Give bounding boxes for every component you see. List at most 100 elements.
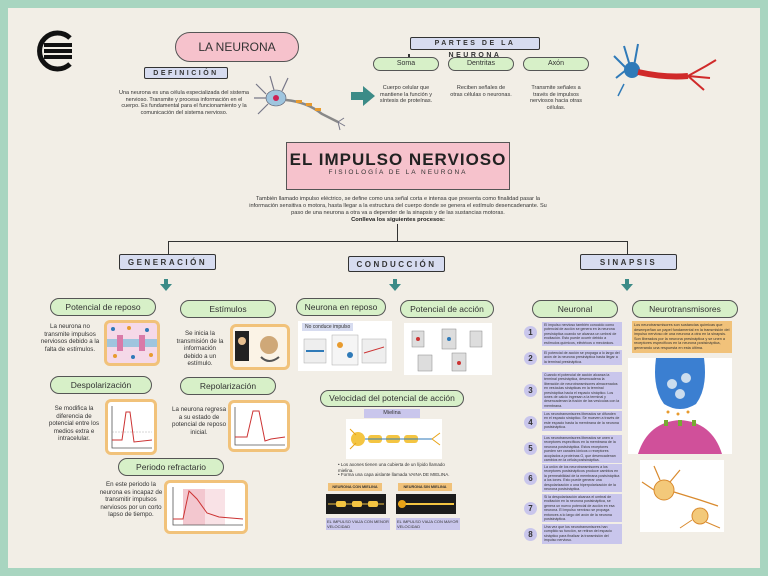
connector-vertical (397, 224, 398, 242)
conduccion-label: CONDUCCIÓN (348, 256, 445, 272)
connector-horizontal (168, 241, 628, 242)
impulso-intro: También llamado impulso eléctrico, se de… (249, 196, 547, 216)
potencial-reposo-title: Potencial de reposo (50, 298, 156, 316)
con-mielina-label: NEURONA CON MIELINA (328, 483, 382, 491)
potencial-reposo-text: La neurona no transmite impulsos nervios… (40, 323, 100, 353)
step-text: El impulso nervioso también conocido com… (542, 322, 622, 347)
step-number: 5 (524, 442, 537, 455)
impulso-subtitle: FISIOLOGÍA DE LA NEURONA (328, 169, 468, 176)
repolarizacion-chart (228, 400, 290, 452)
step-number: 6 (524, 472, 537, 485)
sin-mielina-image (396, 494, 456, 514)
neuron-cells-image (640, 460, 724, 532)
action-potential-icon (411, 328, 483, 372)
unmyelinated-axon-icon (398, 500, 454, 508)
neurona-reposo-title: Neurona en reposo (296, 298, 386, 316)
despolarizacion-title: Despolarización (50, 376, 152, 394)
arrow-down-icon (164, 279, 168, 284)
graph-icon (172, 487, 244, 526)
mayor-velocidad-text: EL IMPULSO VIAJA CON MAYOR VELOCIDAD (396, 518, 460, 530)
step-number: 4 (524, 416, 537, 429)
step-text: Si la despolarización alcanza el umbral … (542, 494, 622, 523)
step-number: 2 (524, 352, 537, 365)
bullet-text: Forma una capa aislante llamada VAINA DE… (340, 472, 450, 477)
neurotransmisores-text: Los neurotransmisores son sustancias quí… (632, 321, 732, 353)
bullet-icon: • (338, 462, 341, 467)
myelinated-axon-icon (328, 501, 384, 507)
neuron-colored-icon (613, 43, 717, 97)
arrow-down-icon (621, 284, 633, 291)
step-number: 3 (524, 384, 537, 397)
periodo-text: En este periodo la neurona es incapaz de… (99, 481, 163, 518)
step-text: Los neurotransmisores liberados se difun… (542, 411, 622, 431)
part-soma: Soma (373, 57, 439, 71)
partes-label: PARTES DE LA NEURONA (410, 37, 540, 59)
step-text: La unión de los neurotransmisores a los … (542, 464, 622, 493)
part-axon-desc: Transmite señales a través de impulsos n… (530, 85, 582, 111)
neuron-cells-icon (641, 465, 721, 529)
mielina-bullet-2: • Forma una capa aislante llamada VAINA … (338, 472, 458, 478)
step-text: Cuando el potencial de acción alcanza la… (542, 372, 622, 410)
periodo-title: Periodo refractario (118, 458, 224, 476)
estimulos-image (230, 324, 290, 370)
page: LA NEURONA DEFINICIÓN Una neurona es una… (8, 8, 760, 568)
neuron-illustration-icon (254, 75, 346, 131)
mielina-label: Mielina (364, 409, 420, 418)
neurona-reposo-image: No conduce impulso (298, 321, 392, 371)
graph-icon (234, 407, 286, 446)
potencial-accion-image (404, 323, 492, 375)
estimulos-title: Estímulos (180, 300, 276, 318)
definicion-text: Una neurona es una célula especializada … (119, 90, 249, 116)
part-axon: Axón (523, 57, 589, 71)
potencial-accion-title: Potencial de acción (400, 300, 494, 318)
estimulos-text: Se inicia la transmisión de la informaci… (176, 330, 224, 367)
periodo-chart (164, 480, 248, 534)
despolarizacion-text: Se modifica la diferencia de potencial e… (48, 405, 100, 442)
ion-channel-icon (107, 326, 157, 359)
con-mielina-image (326, 494, 386, 514)
step-text: Los neurotransmisores liberados se unen … (542, 435, 622, 464)
step-number: 1 (524, 326, 537, 339)
partes-line (408, 54, 410, 58)
part-dentritas: Dentritas (448, 57, 514, 71)
part-soma-desc: Cuerpo celular que mantiene la función y… (379, 85, 433, 104)
potencial-reposo-image (104, 320, 160, 366)
myelin-diagram (346, 419, 442, 459)
connector-left (168, 241, 169, 255)
velocidad-title: Velocidad del potencial de acción (320, 390, 464, 407)
logo-icon (37, 30, 72, 72)
repolarizacion-text: La neurona regresa a su estado de potenc… (172, 406, 227, 436)
step-number: 7 (524, 502, 537, 515)
step-text: Una vez que los neurotransmisores han cu… (542, 524, 622, 544)
arrow-down-icon (160, 284, 172, 291)
arrow-down-icon (625, 279, 629, 284)
arrow-right-icon (351, 86, 375, 106)
connector-right (627, 241, 628, 255)
step-text: El potencial de acción se propaga a lo l… (542, 350, 622, 366)
step-number: 8 (524, 528, 537, 541)
neurona-title: LA NEURONA (175, 32, 299, 62)
synapse-icon (638, 358, 722, 454)
synapse-diagram (628, 358, 732, 454)
myelin-neuron-icon (349, 428, 441, 450)
impulso-title: EL IMPULSO NERVIOSO (289, 150, 507, 169)
impulso-title-box (286, 142, 510, 190)
part-dentritas-desc: Reciben señales de otras células o neuro… (450, 85, 512, 98)
impulso-intro-bold: Conlleva los siguientes procesos: (351, 217, 445, 223)
sin-mielina-label: NEURONA SIN MIELINA (398, 483, 452, 491)
graph-icon (111, 406, 153, 449)
no-conduce-label: No conduce impulso (302, 323, 354, 331)
bullet-text: Los axones tienen una cubierta de un líp… (338, 462, 445, 473)
resting-neuron-icon (303, 334, 387, 366)
arrow-down-icon (389, 284, 401, 291)
neuronal-title: Neuronal (532, 300, 618, 318)
sinapsis-label: SINAPSIS (580, 254, 677, 270)
stimulus-icon (235, 331, 280, 362)
repolarizacion-title: Repolarización (180, 377, 276, 395)
arrow-down-icon (393, 279, 397, 284)
bullet-icon: • (338, 472, 341, 477)
generacion-label: GENERACIÓN (119, 254, 216, 270)
mielina-bullet-1: • Los axones tienen una cubierta de un l… (338, 462, 458, 473)
neurotransmisores-title: Neurotransmisores (632, 300, 738, 318)
definicion-label: DEFINICIÓN (144, 67, 228, 79)
